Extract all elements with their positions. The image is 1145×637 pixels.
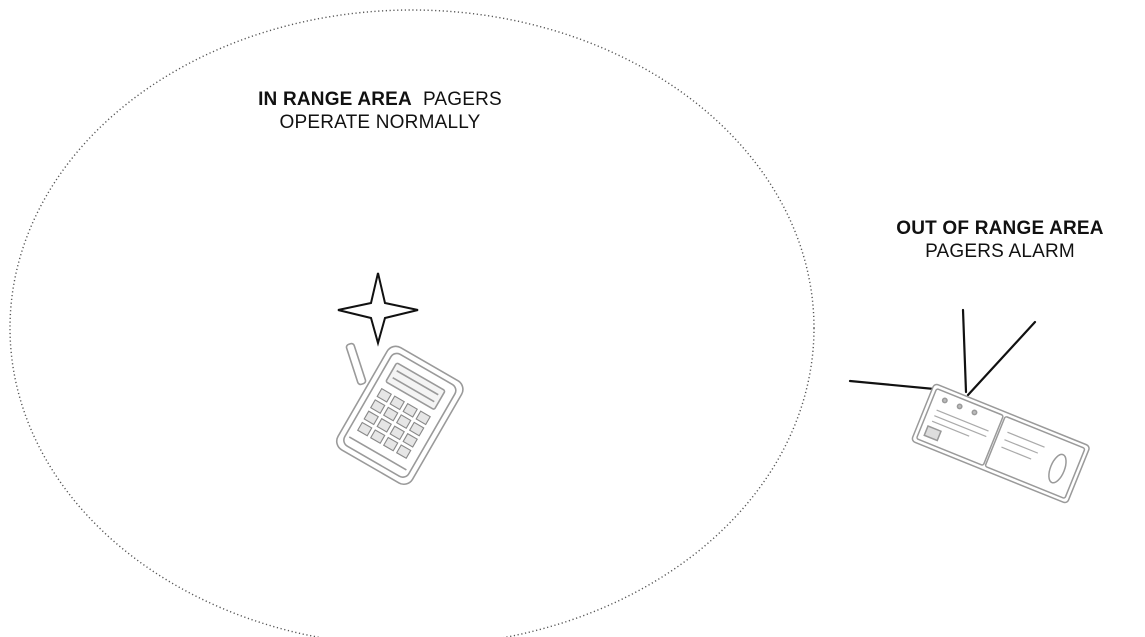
- in-range-title: IN RANGE AREA PAGERS: [190, 88, 570, 111]
- out-range-label: OUT OF RANGE AREA PAGERS ALARM: [855, 217, 1145, 263]
- alarm-lines-icon: [850, 310, 1035, 395]
- out-range-title-bold: OUT OF RANGE AREA: [896, 218, 1103, 239]
- pager-icon: [911, 383, 1090, 503]
- handheld-transmitter-icon: [333, 343, 466, 488]
- in-range-label: IN RANGE AREA PAGERS OPERATE NORMALLY: [190, 88, 570, 134]
- in-range-title-bold: IN RANGE AREA: [258, 89, 412, 110]
- in-range-title-rest: PAGERS: [423, 89, 502, 110]
- in-range-subtitle: OPERATE NORMALLY: [190, 111, 570, 134]
- out-range-subtitle: PAGERS ALARM: [855, 240, 1145, 263]
- out-range-title: OUT OF RANGE AREA: [855, 217, 1145, 240]
- signal-star-icon: [338, 273, 418, 343]
